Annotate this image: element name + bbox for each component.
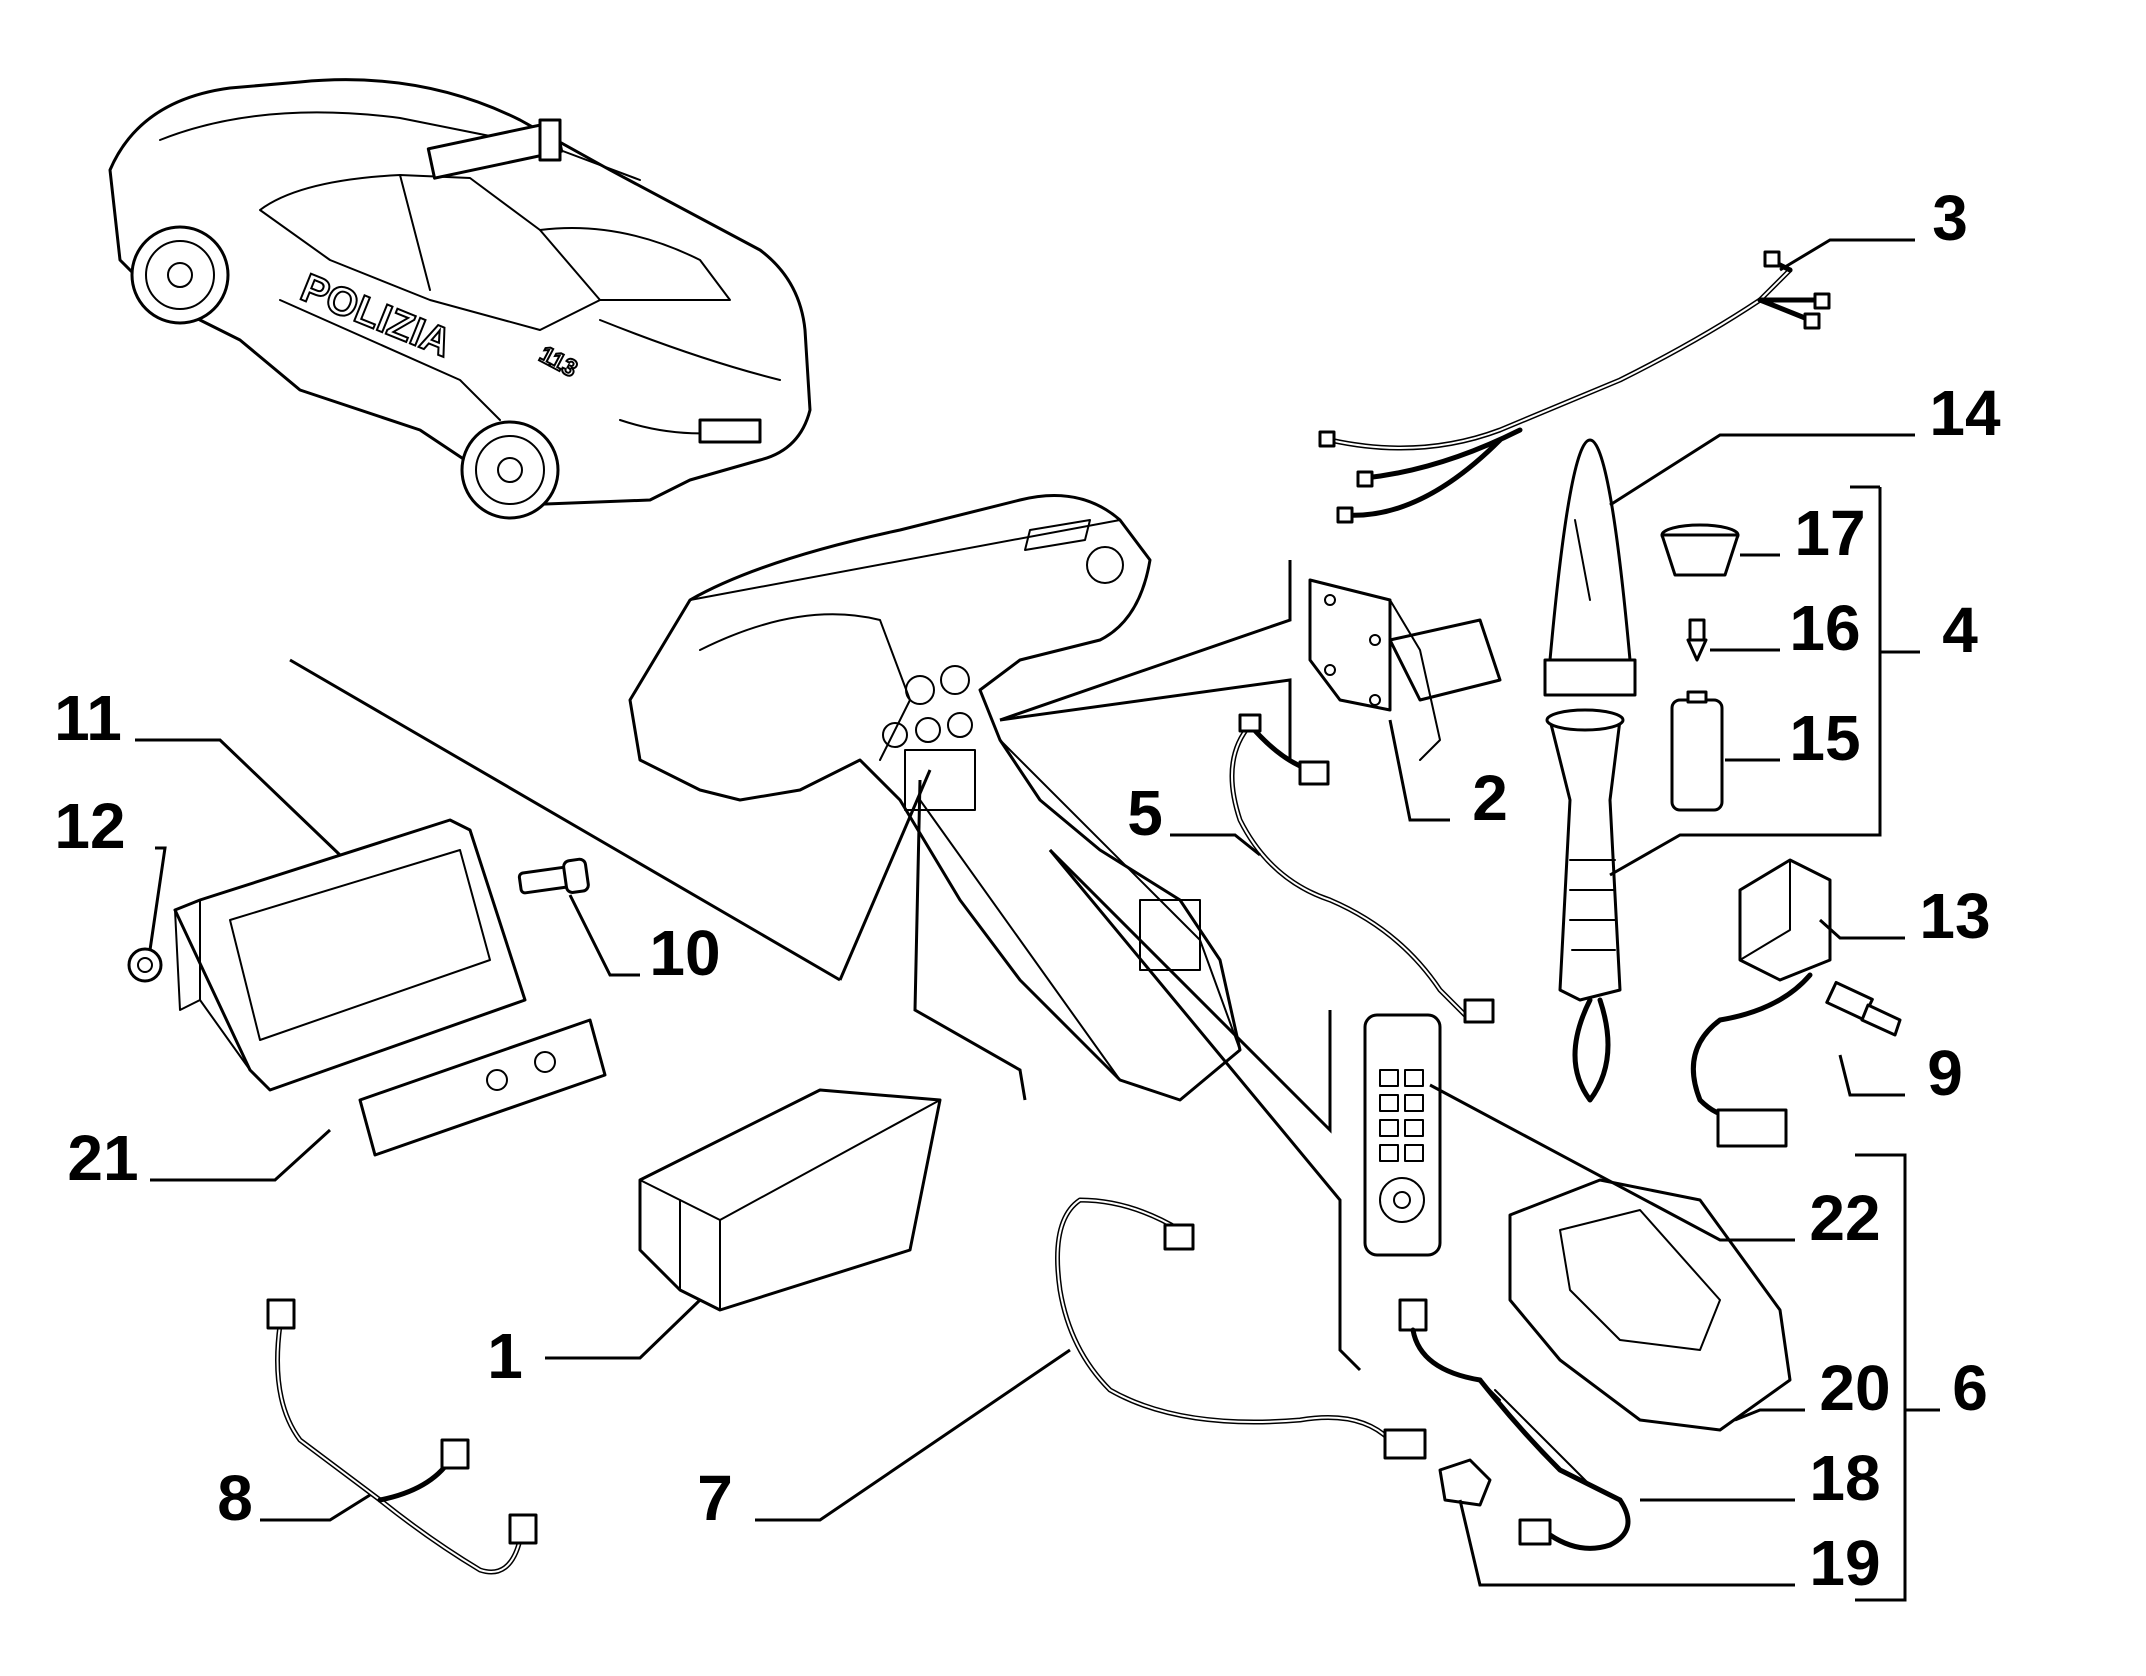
callout-6: 6: [1952, 1352, 1988, 1424]
part-5-cable: [1229, 713, 1495, 1024]
part-19-connector: [1438, 1458, 1492, 1507]
part-1-mounting-bracket: [638, 1088, 942, 1312]
part-22-remote-control: [1363, 1013, 1442, 1257]
callout-16: 16: [1789, 592, 1860, 664]
callout-14: 14: [1929, 377, 2001, 449]
callout-18: 18: [1809, 1442, 1880, 1514]
callout-5: 5: [1127, 777, 1163, 849]
callout-9: 9: [1927, 1037, 1963, 1109]
part-16-bulb: [1686, 618, 1708, 662]
callout-19: 19: [1809, 1527, 1880, 1599]
part-18-coiled-cable: [1398, 1298, 1631, 1551]
part-11-bezel-frame: [173, 818, 527, 1092]
callout-4: 4: [1942, 594, 1978, 666]
callout-20: 20: [1819, 1352, 1890, 1424]
callout-1: 1: [487, 1320, 523, 1392]
callout-13: 13: [1919, 880, 1990, 952]
part-17-cap: [1660, 523, 1740, 577]
part-2-plate-bracket: [1308, 578, 1502, 761]
callout-21: 21: [67, 1122, 138, 1194]
part-3-wiring-harness: [1318, 250, 1831, 524]
police-car-illustration: POLIZIA 113: [108, 78, 812, 520]
part-8-harness: [266, 1298, 538, 1575]
callout-10: 10: [649, 917, 720, 989]
part-14-flashlight-cone: [1543, 438, 1637, 697]
callout-7: 7: [697, 1462, 733, 1534]
part-15-battery: [1670, 690, 1724, 812]
callout-2: 2: [1472, 762, 1508, 834]
callout-11: 11: [54, 682, 122, 754]
callout-3: 3: [1932, 182, 1968, 254]
callout-17: 17: [1794, 497, 1865, 569]
callout-labels: 1 2 3 4 5 6 7 8 9 10 11 12 13 14 15 16 1…: [54, 182, 2001, 1599]
part-10-screw: [517, 857, 590, 895]
part-flashlight-body: [1545, 708, 1625, 1103]
callout-15: 15: [1789, 702, 1860, 774]
part-20-remote-cradle: [1508, 1178, 1792, 1432]
leader-lines: [135, 238, 1940, 1602]
part-13-holder-with-cable: [1690, 858, 1832, 1148]
part-21-plate: [358, 1018, 607, 1157]
callout-12: 12: [54, 790, 125, 862]
part-7-long-cable: [1055, 1197, 1427, 1460]
callout-22: 22: [1809, 1182, 1880, 1254]
dashboard-illustration: [628, 494, 1242, 1102]
part-9-bolt: [1825, 980, 1902, 1037]
callout-8: 8: [217, 1462, 253, 1534]
part-12-nut: [127, 947, 163, 983]
